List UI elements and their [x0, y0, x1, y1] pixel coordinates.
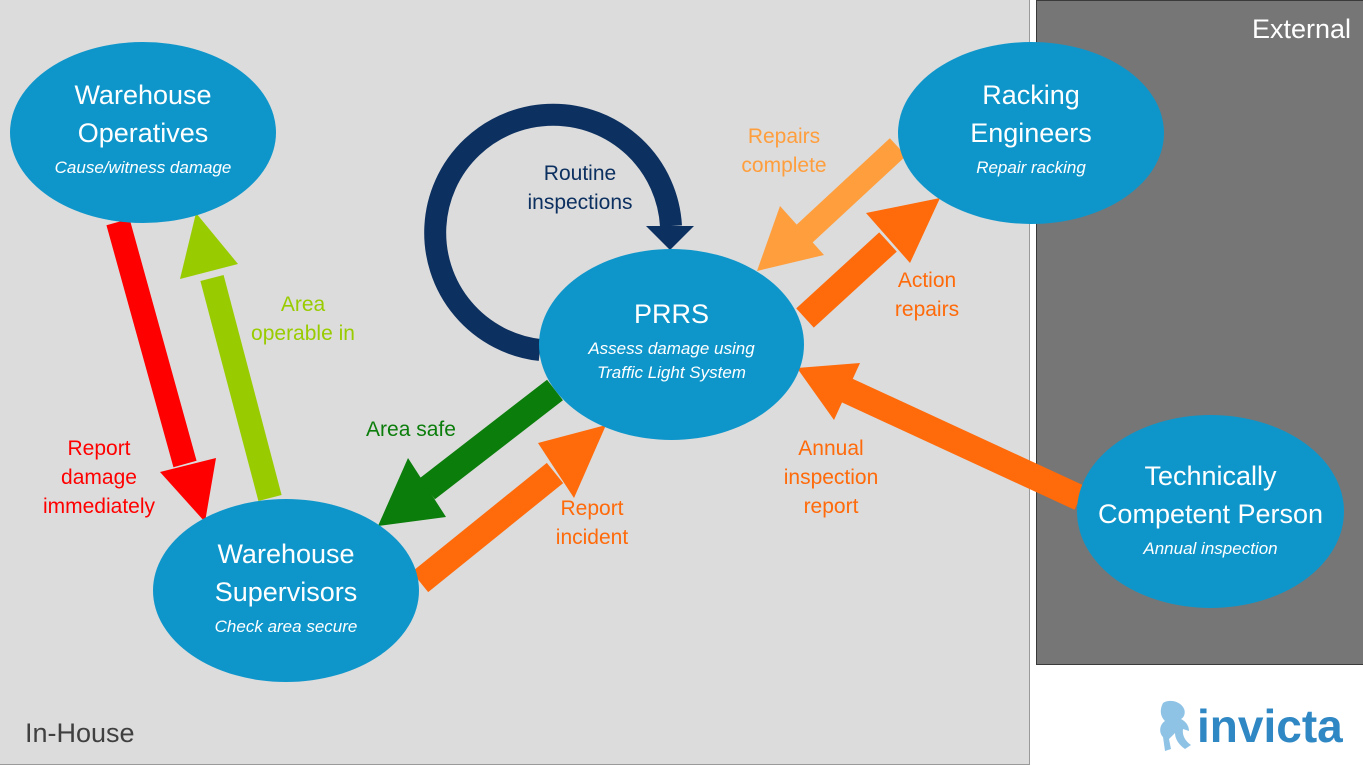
node-subtitle: Assess damage using Traffic Light System: [588, 338, 755, 382]
logo-text: invicta: [1197, 700, 1343, 752]
in-house-label: In-House: [25, 718, 135, 748]
routine-inspections-arrowhead: [646, 226, 694, 250]
node-title: Racking Engineers: [970, 80, 1092, 148]
node-racking-engineers: Racking Engineers Repair racking: [898, 42, 1164, 224]
label-action-repairs: Action repairs: [894, 269, 960, 321]
label-annual-inspection-report: Annual inspection report: [783, 437, 879, 518]
area-operable-arrowhead: [180, 213, 238, 279]
node-title: Warehouse Supervisors: [214, 538, 358, 607]
area-safe-arrowhead: [378, 458, 446, 526]
node-title: Technically Competent Person: [1097, 460, 1324, 529]
node-warehouse-operatives: Warehouse Operatives Cause/witness damag…: [10, 42, 276, 223]
node-title: Warehouse Operatives: [74, 79, 212, 148]
label-repairs-complete: Repairs complete: [741, 125, 827, 177]
external-label: External: [1251, 14, 1351, 44]
area-safe-arrow-shaft: [419, 379, 563, 500]
action-repairs-arrowhead: [866, 198, 940, 263]
report-incident-arrowhead: [538, 425, 606, 498]
node-technically-competent-person: Technically Competent Person Annual insp…: [1077, 415, 1344, 608]
label-report-incident: Report incident: [555, 497, 629, 549]
node-title: PRRS: [633, 298, 709, 329]
invicta-logo: invicta: [1155, 698, 1343, 754]
horse-icon: [1160, 700, 1191, 751]
routine-inspections-loop: [424, 103, 682, 361]
label-area-safe: Area safe: [366, 418, 456, 441]
action-repairs-arrow-shaft: [796, 232, 897, 328]
node-prrs: PRRS Assess damage using Traffic Light S…: [539, 249, 804, 440]
node-subtitle: Check area secure: [214, 616, 358, 636]
repairs-complete-arrow-shaft: [793, 138, 907, 245]
annual-report-arrow-shaft: [840, 378, 1086, 510]
report-damage-arrow-shaft: [106, 218, 197, 468]
area-operable-arrow-shaft: [200, 274, 282, 502]
report-incident-arrow-shaft: [411, 462, 564, 593]
label-area-operable: Area operable in: [251, 293, 355, 345]
node-subtitle: Annual inspection: [1143, 538, 1278, 558]
label-routine-inspections: Routine inspections: [527, 162, 633, 214]
repairs-complete-arrowhead: [757, 206, 824, 271]
node-subtitle: Repair racking: [976, 158, 1086, 177]
report-damage-arrowhead: [160, 458, 216, 522]
label-report-damage: Report damage immediately: [42, 437, 156, 518]
node-subtitle: Cause/witness damage: [54, 157, 232, 177]
annual-report-arrowhead: [797, 363, 860, 420]
node-warehouse-supervisors: Warehouse Supervisors Check area secure: [153, 499, 419, 682]
